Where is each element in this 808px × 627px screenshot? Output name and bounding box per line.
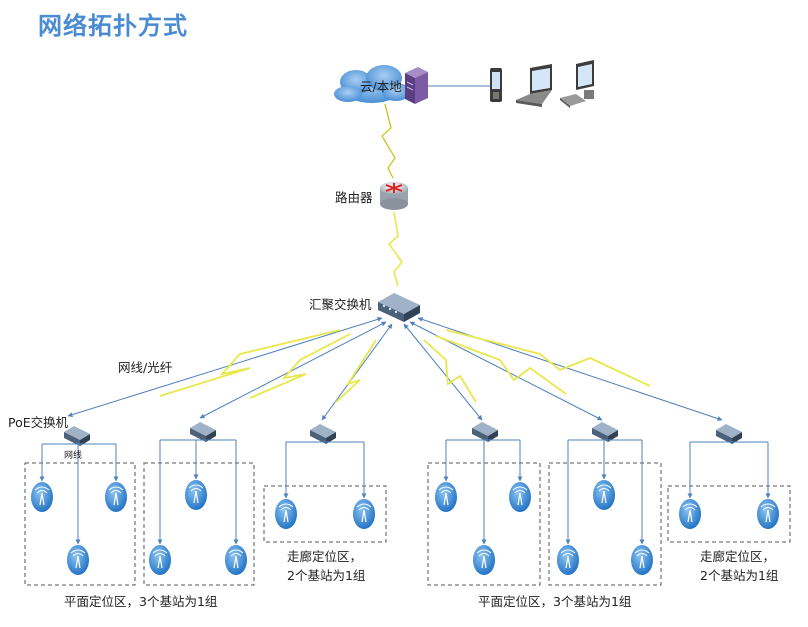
- base-station-icon: [473, 545, 495, 575]
- desktop-icon: [560, 60, 594, 108]
- cloud-icon: [334, 65, 410, 103]
- planar-zone-caption-right: 平面定位区，3个基站为1组: [478, 594, 631, 609]
- base-station-icon: [67, 545, 89, 575]
- base-station-icon: [679, 499, 701, 529]
- base-station-icon: [225, 545, 247, 575]
- corridor-zone-caption-line1-right: 走廊定位区，: [700, 549, 775, 564]
- page-title: 网络拓扑方式: [38, 12, 188, 40]
- small-cable-label: 网线: [64, 449, 82, 461]
- zone-box: [667, 485, 791, 543]
- base-station-icon: [593, 480, 615, 510]
- zone-box: [263, 485, 387, 543]
- base-station-icon: [105, 482, 127, 512]
- poe-switch-label: PoE交换机: [8, 415, 69, 430]
- wireless-link: [387, 211, 404, 287]
- zone-box: [143, 462, 255, 586]
- laptop-icon: [516, 64, 552, 107]
- corridor-zone-caption-line1-left: 走廊定位区，: [287, 549, 362, 564]
- base-station-icon: [509, 482, 531, 512]
- router-icon: [380, 182, 408, 210]
- router-label: 路由器: [335, 190, 373, 205]
- cloud-label: 云/本地: [360, 79, 402, 94]
- poe-switch-icon: [716, 424, 742, 444]
- poe-switch-icon: [64, 426, 90, 446]
- zone-box: [548, 462, 662, 586]
- base-station-icon: [149, 545, 171, 575]
- poe-switch-icon: [472, 422, 498, 442]
- base-station-icon: [435, 482, 457, 512]
- zone-box: [24, 462, 136, 586]
- base-station-icon: [631, 545, 653, 575]
- base-station-icon: [275, 499, 297, 529]
- base-station-icon: [31, 482, 53, 512]
- aggregation-switch-label: 汇聚交换机: [309, 297, 372, 312]
- base-station-icon: [353, 499, 375, 529]
- wireless-overlays: [159, 329, 651, 403]
- poe-switch-icon: [310, 424, 336, 444]
- phone-icon: [490, 68, 502, 102]
- planar-zone-caption-left: 平面定位区，3个基站为1组: [64, 594, 217, 609]
- corridor-zone-caption-line2-right: 2个基站为1组: [700, 568, 778, 583]
- poe-switch-icon: [190, 422, 216, 442]
- corridor-zone-caption-line2-left: 2个基站为1组: [287, 568, 365, 583]
- base-station-icon: [185, 480, 207, 510]
- cable-label: 网线/光纤: [118, 360, 173, 375]
- switch-icon: [378, 293, 420, 322]
- server-icon: [405, 67, 428, 104]
- base-station-icon: [557, 545, 579, 575]
- wireless-link: [380, 103, 396, 179]
- base-station-icon: [757, 499, 779, 529]
- poe-switch-icon: [592, 422, 618, 442]
